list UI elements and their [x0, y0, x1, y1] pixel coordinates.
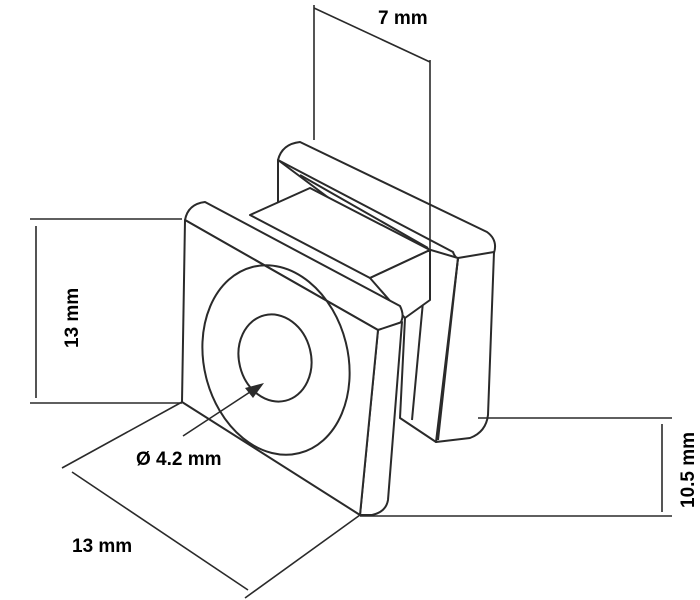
- leader-arrowhead: [245, 383, 264, 398]
- front-flange: [181, 201, 404, 516]
- hole-diameter-label: Ø 4.2 mm: [136, 449, 222, 470]
- bottom-width-label: 13 mm: [72, 536, 132, 557]
- dimension-top-width: [313, 5, 431, 250]
- front-flange-side: [359, 321, 403, 516]
- diameter-leader: [182, 383, 264, 437]
- dimension-left-height: [30, 218, 182, 404]
- rear-flange-inner-line: [437, 257, 459, 441]
- dimension-right-height: [360, 417, 672, 517]
- hole-inner: [237, 313, 313, 403]
- rear-flange-right-face: [435, 251, 495, 443]
- top-width-label: 7 mm: [378, 8, 428, 29]
- counterbore-outer: [201, 264, 351, 456]
- right-height-label: 10.5 mm: [678, 432, 699, 508]
- left-height-label: 13 mm: [62, 288, 83, 348]
- rear-flange-shoulder: [299, 174, 429, 249]
- dimension-bottom-width: [61, 401, 361, 599]
